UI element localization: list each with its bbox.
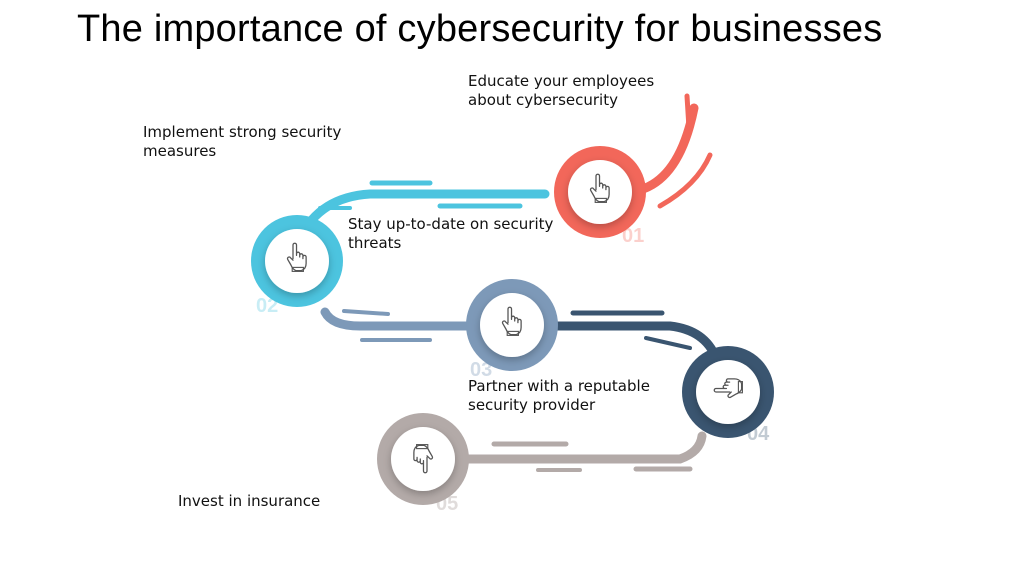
step-number: 01 [622, 225, 644, 247]
step-02-label: Implement strong security measures [143, 123, 342, 160]
step-05-node: 05 [377, 413, 469, 515]
step-03-label: Stay up-to-date on security threats [348, 215, 554, 252]
step-04-connector [540, 310, 721, 363]
step-04-label: Partner with a reputable security provid… [468, 377, 650, 414]
step-number: 03 [470, 359, 492, 381]
step-01-label: Educate your employees about cybersecuri… [468, 72, 655, 109]
step-03-connector [320, 307, 485, 342]
step-04-node: 04 [682, 346, 774, 445]
step-number: 04 [747, 423, 770, 445]
step-05-connector [450, 431, 707, 472]
step-01-connector [635, 93, 713, 209]
step-02-node: 02 [251, 215, 343, 317]
page-title: The importance of cybersecurity for busi… [77, 8, 883, 50]
step-03-node: 03 [466, 279, 558, 381]
step-01-node: 01 [554, 146, 646, 247]
step-number: 02 [256, 295, 278, 317]
step-number: 05 [436, 493, 458, 515]
step-05-label: Invest in insurance [178, 492, 321, 510]
